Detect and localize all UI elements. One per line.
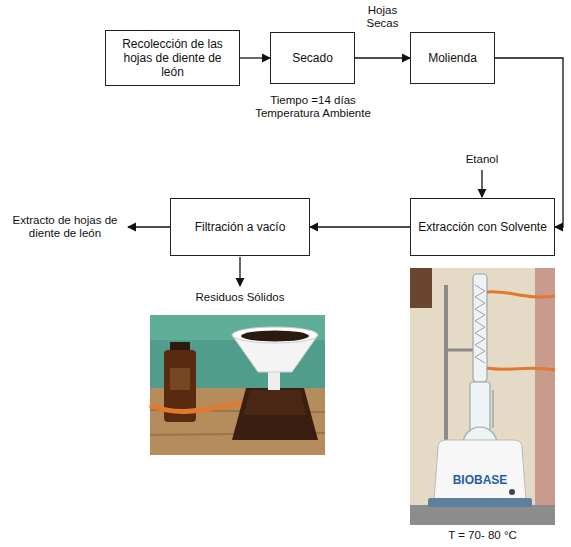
residue-arrow <box>239 257 240 286</box>
process-box: Extracción con Solvente <box>410 198 555 256</box>
process-box: Recolección de las hojas de diente de le… <box>105 30 240 86</box>
box-text: Extracción con Solvente <box>418 220 547 234</box>
box-text: Molienda <box>428 51 477 65</box>
output-label: Residuos Sólidos <box>180 291 300 304</box>
flow-arrow <box>355 57 410 58</box>
flow-arrow <box>240 57 270 58</box>
process-box: Filtración a vacío <box>170 198 310 256</box>
flow-arrow <box>310 226 410 227</box>
condition-note: Tiempo =14 días Temperatura Ambiente <box>248 94 378 120</box>
product-arrow <box>128 226 170 227</box>
process-box: Molienda <box>410 32 495 84</box>
temperature-note: T = 70- 80 °C <box>420 529 545 542</box>
brand-text: BIOBASE <box>440 474 520 487</box>
process-box: Secado <box>270 32 355 84</box>
filtration-photo <box>150 315 325 455</box>
input-label: Etanol <box>452 153 512 166</box>
box-text: Filtración a vacío <box>195 220 286 234</box>
box-text: Secado <box>292 51 333 65</box>
box-text: Recolección de las hojas de diente de le… <box>112 37 233 79</box>
extraction-photo <box>410 268 555 525</box>
output-label: Extracto de hojas de diente de león <box>6 214 124 240</box>
edge-label: Hojas Secas <box>361 4 405 30</box>
feed-arrow <box>481 170 482 197</box>
